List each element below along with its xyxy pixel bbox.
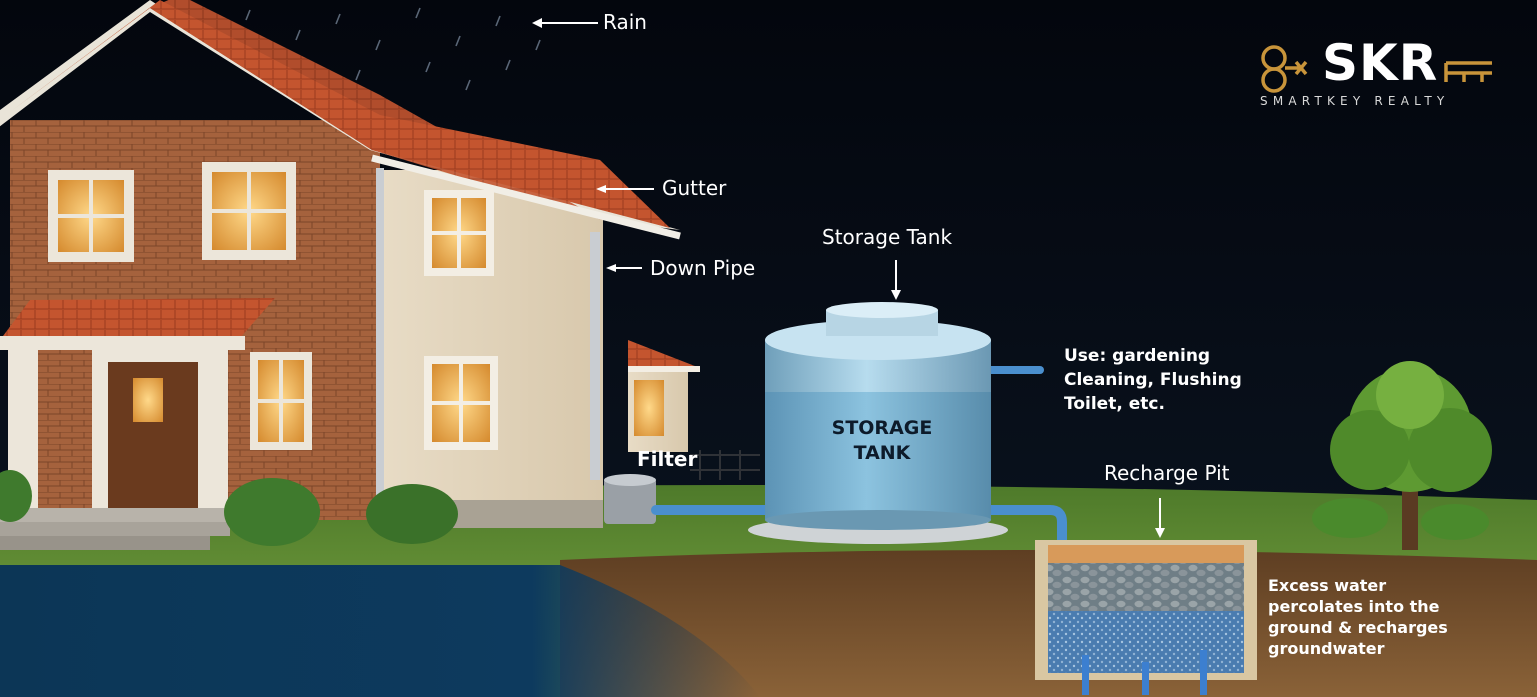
key-logo-icon [1261,45,1492,93]
blue-panel [0,565,760,697]
label-filter: Filter [637,447,698,471]
excess-line: percolates into the [1268,597,1440,616]
bush [224,478,320,546]
use-line: Toilet, etc. [1064,394,1165,414]
use-line: Cleaning, Flushing [1064,370,1242,390]
recharge-pit [1035,540,1257,695]
label-gutter: Gutter [662,176,727,200]
tank-label-line-2: TANK [853,442,911,464]
percolation-drops [1082,650,1207,695]
excess-line: Excess water [1268,576,1387,595]
gutter-rail [371,154,681,240]
tank-to-pit-pipe [985,505,1067,565]
brand-logo: SKR SMARTKEY REALTY [1258,34,1498,110]
pipes [651,366,1067,565]
house [0,0,700,550]
bush [0,470,32,522]
bush [366,484,458,544]
use-description: Use: gardening Cleaning, Flushing Toilet… [1064,344,1242,416]
tank-label-line-1: STORAGE [831,417,933,439]
windows [48,162,498,450]
porch-roof [0,298,275,340]
excess-water-description: Excess water percolates into the ground … [1268,575,1448,659]
excess-line: ground & recharges [1268,618,1448,637]
bush [1421,504,1489,540]
tank-water-level [765,392,991,520]
excess-line: groundwater [1268,639,1385,658]
tree [1330,361,1492,550]
pit-top-layer [1048,545,1244,563]
callout-arrows [532,18,1165,538]
brand-tagline: SMARTKEY REALTY [1260,94,1450,108]
brand-name: SKR [1322,34,1439,92]
label-rain: Rain [603,10,647,34]
label-recharge-pit: Recharge Pit [1104,461,1230,485]
filter-unit [604,474,656,524]
annex-roof [628,340,700,368]
pit-gravel-layer [1048,563,1244,611]
label-down-pipe: Down Pipe [650,256,756,280]
fence [690,450,760,480]
label-storage-tank: Storage Tank [822,225,953,249]
bush [1312,498,1388,538]
use-line: Use: gardening [1064,346,1211,366]
tank-body-label: STORAGE TANK [818,416,946,466]
rain-drops [245,7,541,91]
storage-tank [748,302,1008,544]
